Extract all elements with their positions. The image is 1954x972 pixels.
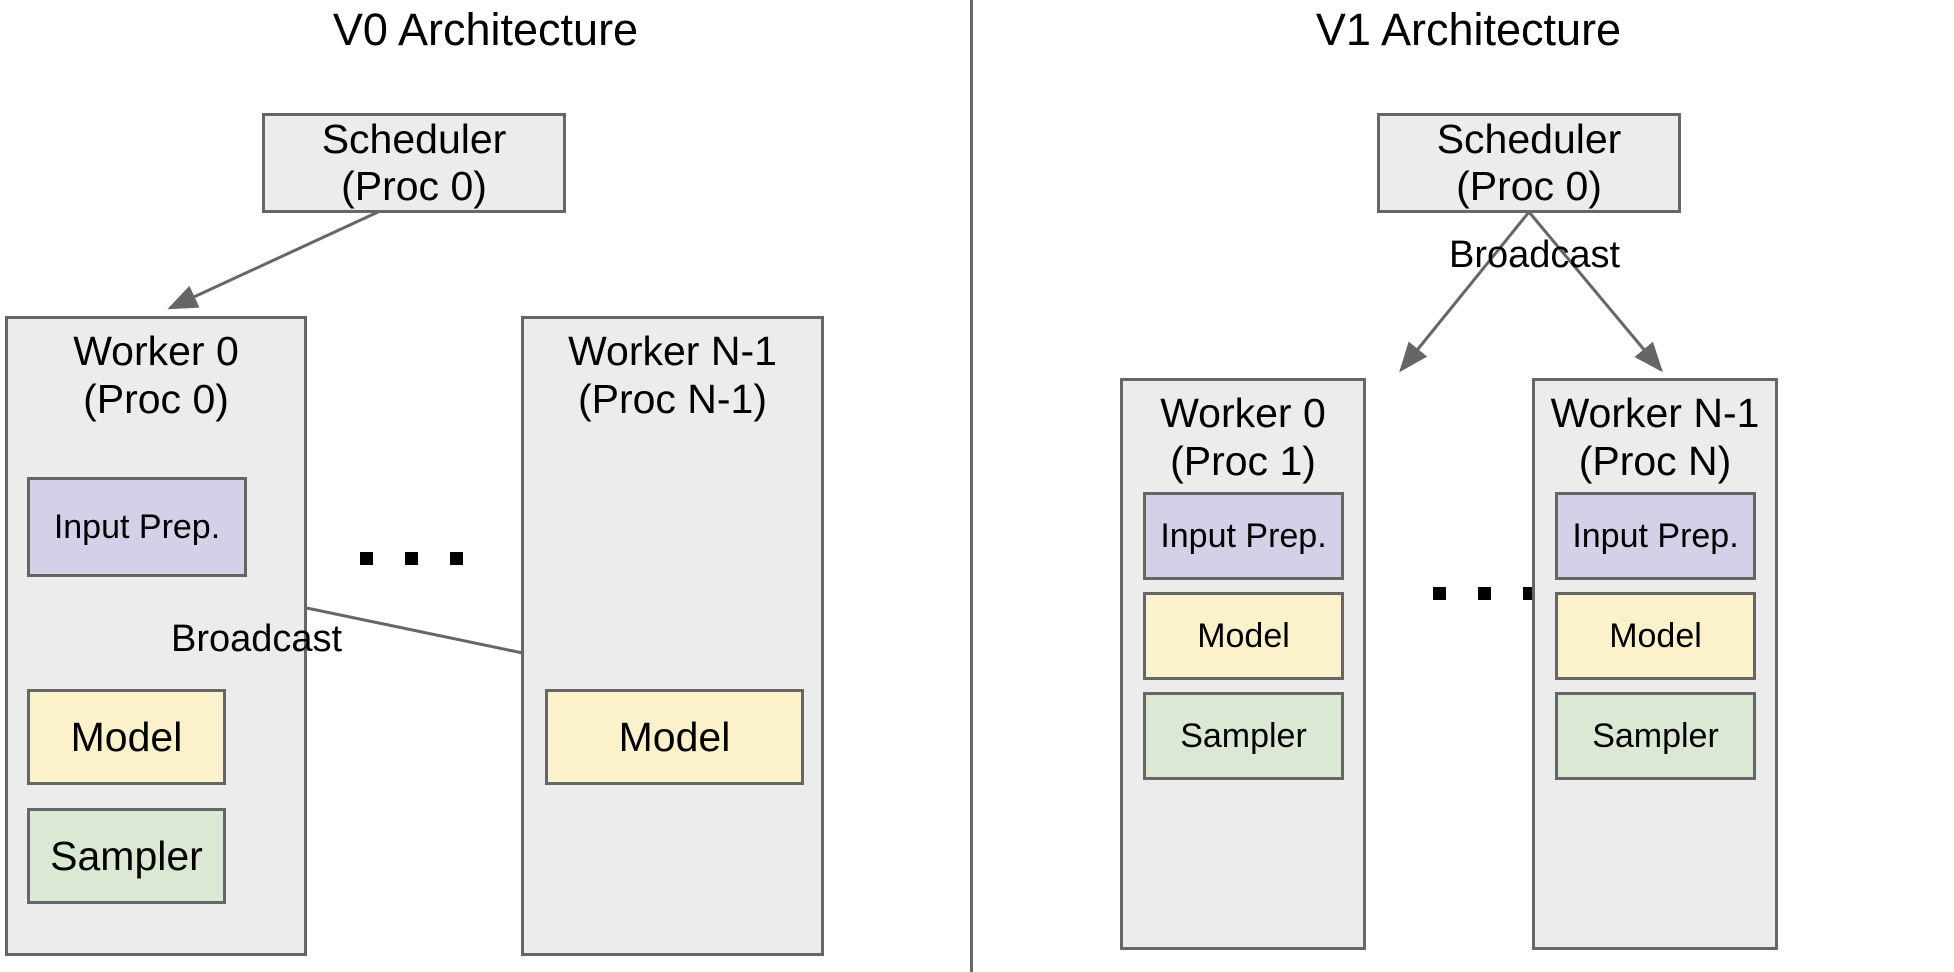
v0-worker-0-line2: (Proc 0) [83,376,229,422]
v1-worker-0-sampler[interactable]: Sampler [1143,692,1344,780]
v1-worker-n-1-input-prep[interactable]: Input Prep. [1555,492,1756,580]
panel-title-v0: V0 Architecture [332,4,639,55]
v0-worker-0-line1: Worker 0 [73,328,239,374]
v1-worker-0-input-prep[interactable]: Input Prep. [1143,492,1344,580]
v1-scheduler-box[interactable]: Scheduler (Proc 0) [1377,113,1681,213]
v0-worker-0-sampler[interactable]: Sampler [27,808,226,904]
v1-worker-n-1-model[interactable]: Model [1555,592,1756,680]
panel-title-v1: V1 Architecture [1315,4,1622,55]
v1-worker-0-line2: (Proc 1) [1170,438,1316,484]
v0-scheduler-line2: (Proc 0) [341,163,487,209]
v1-broadcast-label: Broadcast [1449,234,1621,276]
v0-worker-0-model[interactable]: Model [27,689,226,785]
v1-scheduler-line2: (Proc 0) [1456,163,1602,209]
v0-worker-n-1-line2: (Proc N-1) [577,376,768,422]
v1-worker-0-line1: Worker 0 [1160,390,1326,436]
v0-ellipsis [360,552,463,565]
v0-worker-n-1-line1: Worker N-1 [568,328,777,374]
panel-v1-architecture: V1 Architecture Scheduler (Proc 0) Broad… [983,0,1954,972]
v1-worker-n-1-line2: (Proc N) [1578,438,1732,484]
v1-worker-n-1-sampler[interactable]: Sampler [1555,692,1756,780]
v1-worker-0-model[interactable]: Model [1143,592,1344,680]
v1-worker-n-1-line1: Worker N-1 [1550,390,1760,436]
v1-ellipsis [1433,587,1536,600]
panel-v0-architecture: V0 Architecture Scheduler (Proc 0) Worke… [0,0,971,972]
v0-broadcast-label: Broadcast [171,618,343,660]
v0-worker-n-1-box[interactable]: Worker N-1 (Proc N-1) [521,316,824,956]
v0-scheduler-box[interactable]: Scheduler (Proc 0) [262,113,566,213]
v0-scheduler-line1: Scheduler [321,116,507,162]
panel-divider [970,0,973,972]
v0-worker-0-input-prep[interactable]: Input Prep. [27,477,247,577]
v1-scheduler-line1: Scheduler [1436,116,1622,162]
v0-worker-n-1-model[interactable]: Model [545,689,804,785]
